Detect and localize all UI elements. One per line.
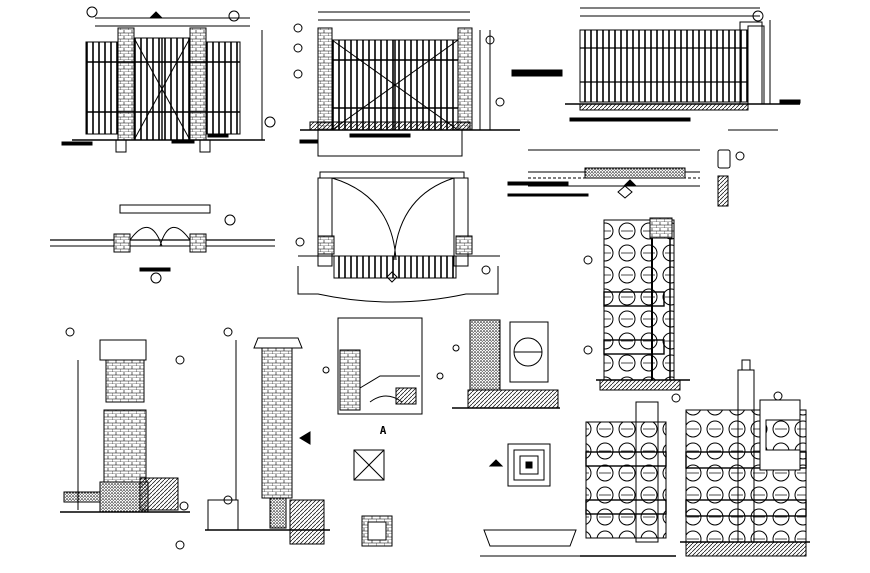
gate-plan-view-2 — [295, 171, 500, 303]
railing-detail-3 — [680, 359, 810, 557]
post-cap-detail — [353, 443, 580, 557]
detail-marker-label: A — [380, 424, 387, 437]
hinge-section — [452, 319, 560, 409]
railing-detail-2 — [580, 393, 681, 557]
gate-plan-view-1 — [50, 204, 275, 284]
pillar-section-2 — [205, 327, 330, 545]
pillar-section-1 — [60, 327, 190, 550]
gate-elevation-1 — [61, 6, 276, 153]
section-markers — [148, 11, 638, 467]
gate-elevation-2 — [293, 11, 520, 157]
track-detail — [507, 129, 778, 207]
sliding-gate-elevation — [511, 7, 801, 122]
detail-a: A — [322, 317, 444, 437]
railing-detail-1 — [583, 217, 690, 391]
